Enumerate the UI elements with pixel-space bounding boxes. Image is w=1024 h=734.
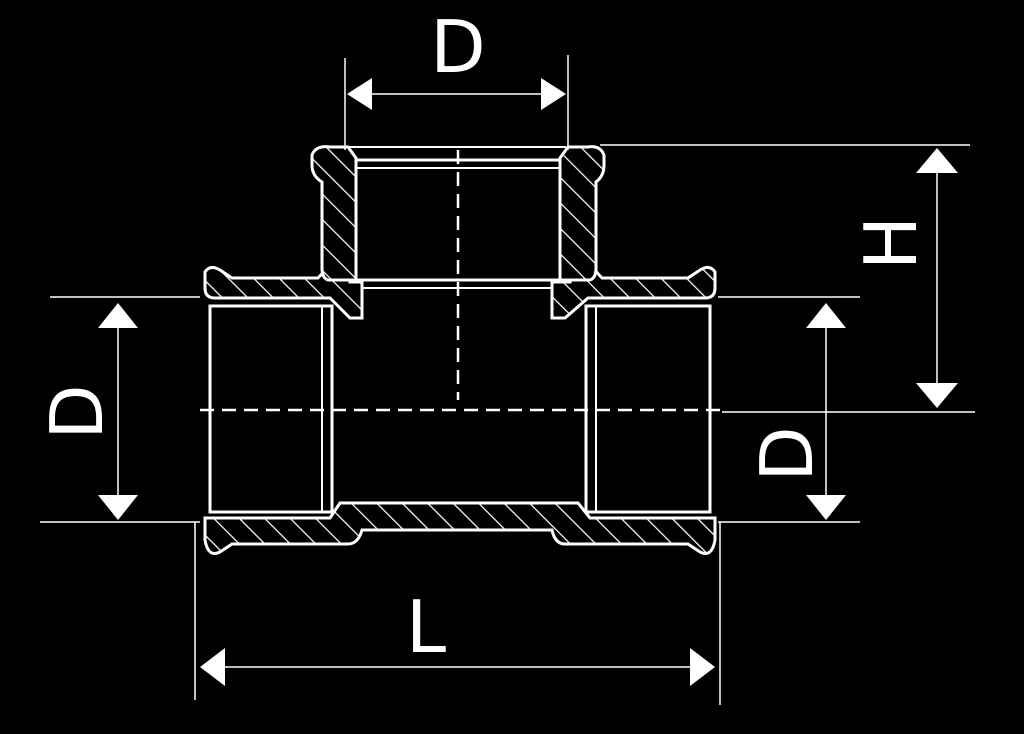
dimension-right-d <box>806 303 846 520</box>
interior-outlines <box>208 146 712 514</box>
label-right-d: D <box>745 426 829 481</box>
branch-right-wall <box>558 145 606 282</box>
dimension-left-d <box>98 303 138 520</box>
hatched-wall-sections <box>203 145 717 555</box>
dimension-top-d <box>347 78 566 110</box>
bottom-wall <box>203 501 717 555</box>
label-top-d: D <box>430 5 485 89</box>
label-left-d: D <box>35 384 119 439</box>
label-h: H <box>849 216 933 270</box>
dimension-l <box>200 648 715 686</box>
extension-lines <box>40 55 975 705</box>
branch-left-wall <box>310 145 358 282</box>
dimension-h <box>916 148 958 408</box>
label-l: L <box>406 585 446 669</box>
centre-lines <box>200 150 722 412</box>
